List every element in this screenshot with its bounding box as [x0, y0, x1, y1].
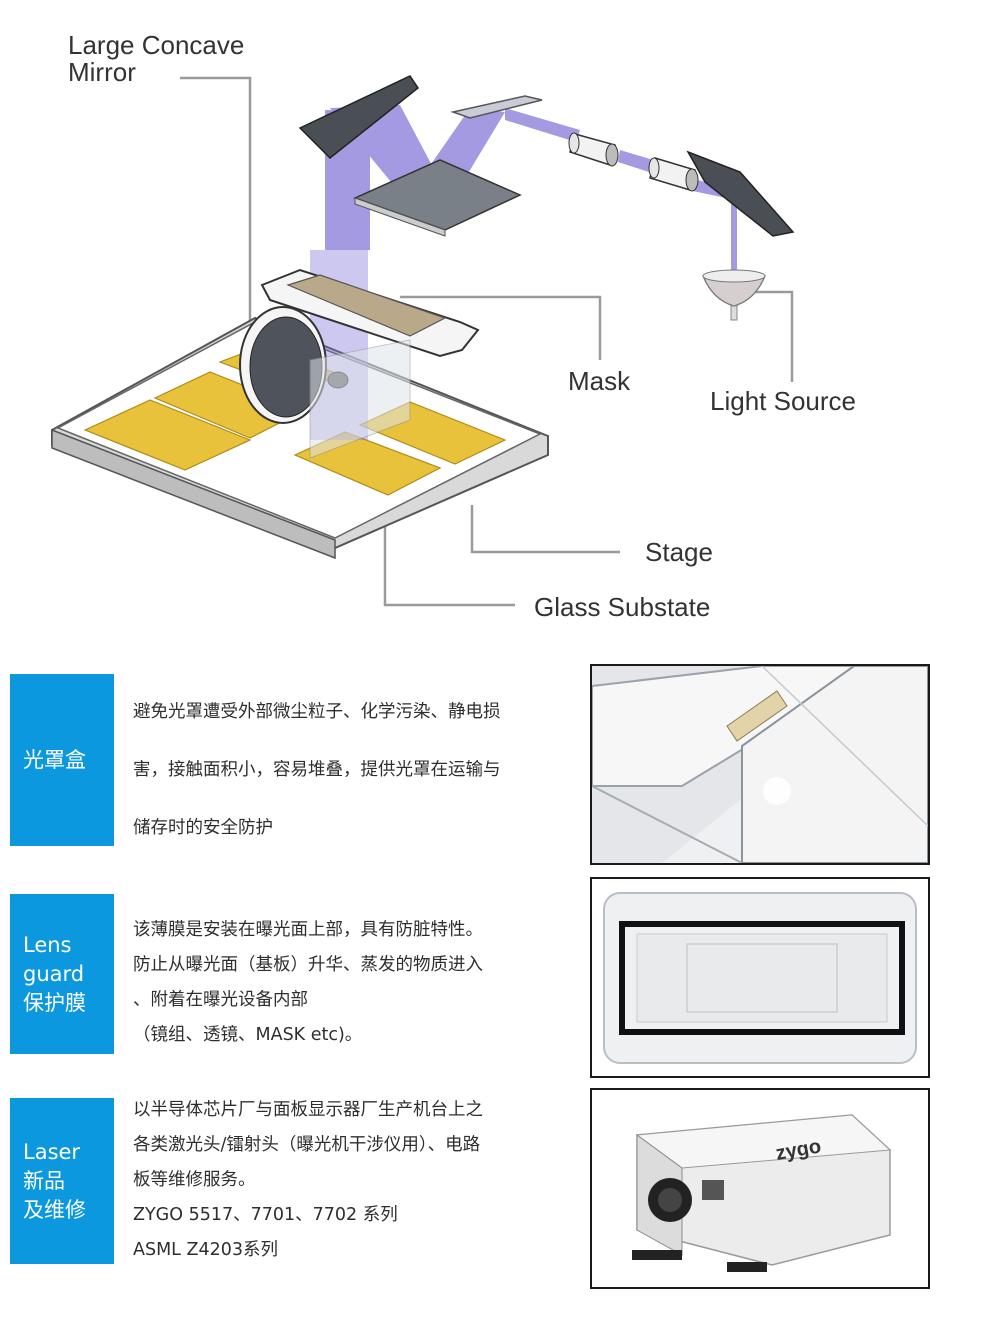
light-source-bulb: [702, 269, 766, 321]
description-line: ASML Z4203系列: [133, 1240, 279, 1260]
description-line: 储存时的安全防护: [133, 818, 273, 838]
stage: [51, 316, 549, 560]
product-description-mask-box: 避免光罩遭受外部微尘粒子、化学污染、静电损 害，接触面积小，容易堆叠，提供光罩在…: [133, 683, 501, 857]
description-line: 以半导体芯片厂与面板显示器厂生产机台上之: [133, 1100, 483, 1120]
description-line: 防止从曝光面（基板）升华、蒸发的物质进入: [133, 955, 483, 975]
description-line: 该薄膜是安装在曝光面上部，具有防脏特性。: [133, 920, 483, 940]
product-tag-text: Lens: [23, 932, 72, 957]
product-tag-laser: Laser 新品 及维修: [10, 1098, 114, 1264]
description-line: ZYGO 5517、7701、7702 系列: [133, 1205, 398, 1225]
description-line: 、附着在曝光设备内部: [133, 990, 308, 1010]
stage-leader-line: [470, 505, 620, 554]
exposure-system-illustration: [51, 75, 795, 607]
product-description-lens-guard: 该薄膜是安装在曝光面上部，具有防脏特性。 防止从曝光面（基板）升华、蒸发的物质进…: [133, 913, 483, 1053]
stage-label: Stage: [645, 537, 713, 567]
laser-head-photo: zygo: [590, 1088, 930, 1289]
description-line: 板等维修服务。: [133, 1170, 256, 1190]
product-tag-text: 光罩盒: [23, 747, 86, 772]
light-source-leader-line: [745, 290, 794, 382]
lens-tubes: [568, 132, 699, 192]
mask-plate: [352, 159, 522, 231]
product-tag-lens-guard: Lens guard 保护膜: [10, 894, 114, 1054]
lens-guard-photo: [590, 877, 930, 1078]
small-mirror: [450, 95, 543, 119]
concave-mirror-plate: [298, 75, 420, 160]
product-description-laser: 以半导体芯片厂与面板显示器厂生产机台上之 各类激光头/镭射头（曝光机干涉仪用）、…: [133, 1093, 483, 1268]
mirror-leader-line: [180, 76, 252, 330]
product-tag-text: 新品: [23, 1168, 65, 1193]
description-line: 各类激光头/镭射头（曝光机干涉仪用）、电路: [133, 1135, 481, 1155]
mask-leader-line: [400, 295, 602, 360]
description-line: 避免光罩遭受外部微尘粒子、化学污染、静电损: [133, 702, 501, 722]
product-tag-text: 及维修: [23, 1197, 86, 1222]
description-line: （镜组、透镜、MASK etc)。: [133, 1025, 363, 1045]
description-line: 害，接触面积小，容易堆叠，提供光罩在运输与: [133, 760, 501, 780]
beam-shield: [309, 339, 411, 459]
mask-frame: [260, 268, 480, 358]
product-tag-mask-box: 光罩盒: [10, 674, 114, 846]
folding-mirror: [686, 150, 795, 237]
product-tag-text: guard: [23, 961, 85, 986]
glass-substrate-label: Glass Substate: [534, 592, 711, 622]
mask-label: Mask: [568, 366, 631, 396]
light-source-label: Light Source: [710, 386, 856, 416]
lithography-diagram: Large Concave Mirror Mask Light Source S…: [0, 0, 983, 640]
product-tag-text: Laser: [23, 1139, 81, 1164]
mirror-label: Large Concave Mirror: [68, 30, 245, 87]
product-tag-text: 保护膜: [23, 990, 86, 1015]
mask-box-photo: [590, 664, 930, 865]
